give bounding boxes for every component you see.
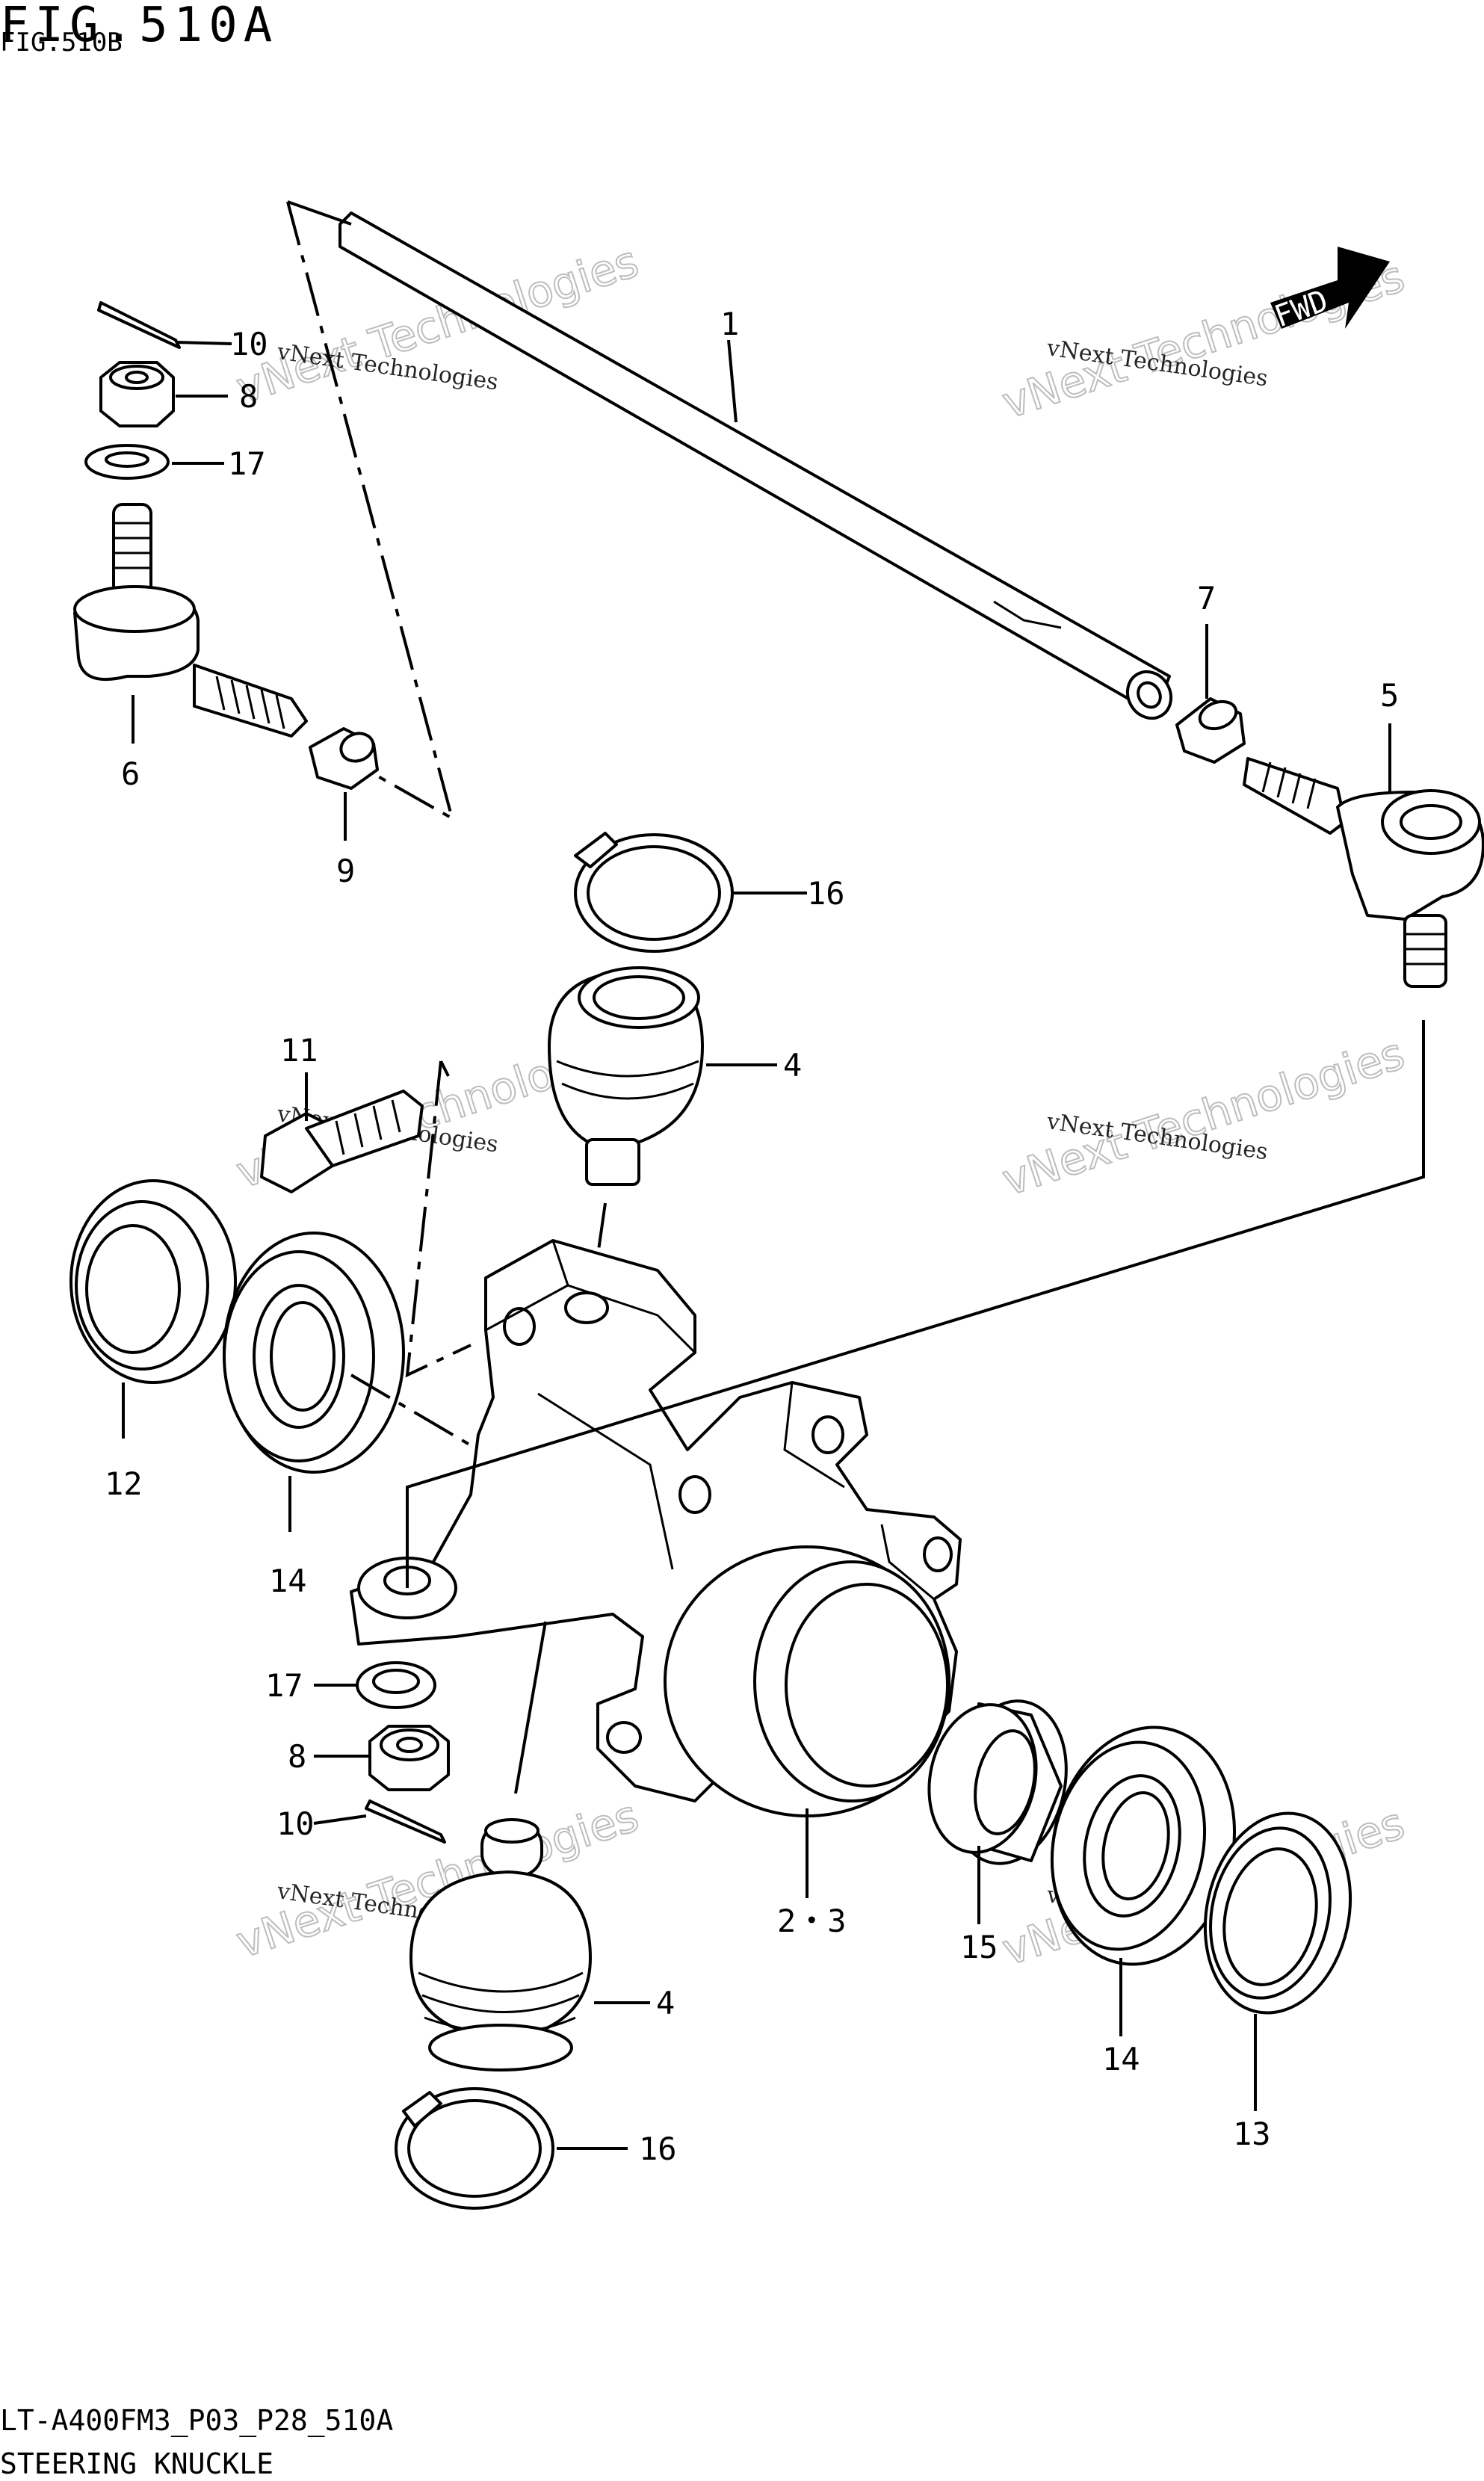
spacer [927, 1699, 1068, 1865]
section-title: STEERING KNUCKLE [0, 2447, 273, 2480]
oil-seal [69, 1179, 237, 1384]
tie-rod [338, 211, 1173, 720]
callout-10-top: 10 [230, 326, 268, 362]
callout-labels: 1 2・3 4 4 5 6 7 8 8 9 10 10 11 12 13 14 … [105, 306, 1399, 2167]
spacer [1175, 697, 1246, 764]
callout-11: 11 [280, 1032, 318, 1069]
callout-7: 7 [1197, 580, 1216, 617]
cotter-pin [365, 1799, 446, 1844]
washer [84, 444, 170, 480]
callout-17-bottom: 17 [265, 1667, 303, 1704]
callout-13: 13 [1233, 2116, 1271, 2152]
callout-1: 1 [720, 306, 739, 342]
tie-rod-end [1243, 757, 1484, 988]
tie-rod-end [73, 503, 308, 738]
callout-17-top: 17 [228, 445, 266, 482]
callout-14-right: 14 [1102, 2041, 1140, 2077]
callout-8-top: 8 [239, 378, 258, 415]
circlip [574, 832, 734, 953]
spacer [309, 727, 379, 790]
oil-seal [1203, 1811, 1352, 2015]
callout-12: 12 [105, 1465, 143, 1502]
figure-subtitle: FIG.510B [0, 28, 123, 58]
leader-lines [122, 339, 1391, 2150]
castle-nut [99, 361, 175, 427]
bearing [1050, 1725, 1237, 1966]
castle-nut [368, 1725, 450, 1791]
callout-6: 6 [121, 756, 140, 792]
bearing [223, 1232, 405, 1474]
callout-10-bottom: 10 [276, 1805, 315, 1842]
callout-2-3: 2・3 [777, 1903, 847, 1939]
callout-4-top: 4 [783, 1047, 802, 1084]
callout-4-bottom: 4 [656, 1985, 675, 2021]
callout-14-left: 14 [269, 1563, 307, 1599]
callout-16-top: 16 [807, 875, 845, 912]
callout-5: 5 [1380, 677, 1399, 714]
model-code: LT-A400FM3_P03_P28_510A [0, 2404, 393, 2438]
callout-16-bottom: 16 [639, 2131, 677, 2167]
ball-joint [548, 966, 704, 1186]
circlip [395, 2087, 554, 2210]
callout-8-bottom: 8 [288, 1738, 306, 1775]
cotter-pin [97, 301, 181, 349]
callout-15: 15 [960, 1929, 998, 1965]
ball-joint [409, 1818, 592, 2071]
washer [356, 1661, 436, 1709]
figure-title: FIG.510A [0, 0, 278, 53]
callout-9: 9 [336, 853, 355, 889]
knuckle [350, 1239, 962, 1817]
